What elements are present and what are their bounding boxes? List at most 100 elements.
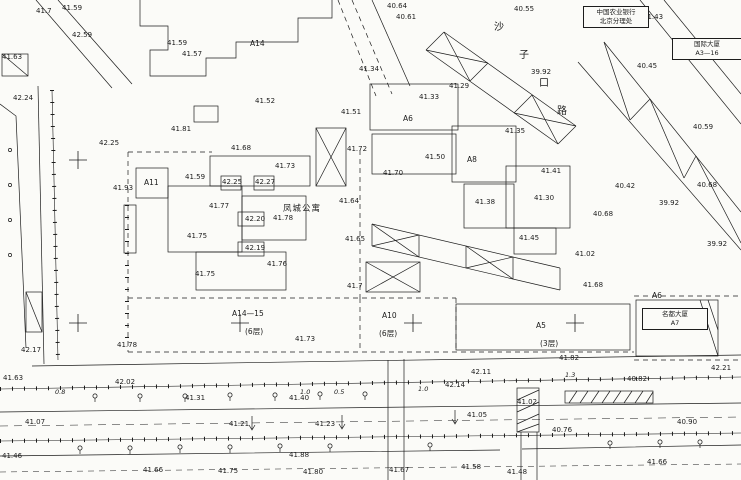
bank-label-box: 中国农业银行 北京分理处	[583, 6, 649, 28]
tower-name-line2: A7	[670, 318, 680, 327]
spot-elevation-label: 41.64	[339, 197, 360, 205]
road-width-label: 1.3	[565, 371, 576, 379]
spot-elevation-label: 41.73	[295, 335, 316, 343]
spot-elevation-label: 41.41	[541, 167, 562, 175]
spot-elevation-label: 40.76	[552, 426, 573, 434]
symbols-layer	[8, 148, 703, 455]
spot-elevation-label: 41.63	[2, 53, 23, 61]
spot-elevation-label: 41.35	[505, 127, 526, 135]
spot-elevation-label: 42.21	[711, 364, 732, 372]
spot-elevation-label: 42.20	[245, 215, 266, 223]
spot-elevation-label: 41.66	[647, 458, 668, 466]
spot-elevation-label: 40.59	[693, 123, 714, 131]
building-number-label: (3层)	[540, 339, 559, 348]
spot-elevation-label: 41.59	[62, 4, 83, 12]
spot-elevation-label: 41.46	[2, 452, 23, 460]
building-number-label: A14—15	[232, 309, 264, 318]
spot-elevation-label: 42.14	[445, 381, 466, 389]
spot-elevation-label: 41.48	[507, 468, 528, 476]
spot-elevation-label: 40.68	[697, 181, 718, 189]
spot-elevation-label: 40.82	[627, 375, 648, 383]
spot-elevation-label: 41.34	[359, 65, 380, 73]
spot-elevation-label: 41.31	[185, 394, 206, 402]
building-number-label: A8	[467, 155, 477, 164]
plaza-name-line1: 国际大厦	[694, 40, 720, 48]
building-number-label: A14	[250, 39, 265, 48]
bank-name-line1: 中国农业银行	[596, 8, 636, 16]
street-name-char: 口	[539, 78, 549, 89]
spot-elevation-label: 40.68	[593, 210, 614, 218]
spot-elevation-label: 41.68	[231, 144, 252, 152]
street-name-char: 子	[519, 50, 529, 61]
plaza-name-line2: A3—16	[695, 48, 719, 57]
spot-elevation-label: 41.68	[583, 281, 604, 289]
spot-elevation-label: 41.66	[143, 466, 164, 474]
building-number-label: A10	[382, 311, 397, 320]
plaza-label-box: 国际大厦 A3—16	[672, 38, 741, 60]
spot-elevation-label: 41.72	[347, 145, 368, 153]
spot-elevation-label: 41.05	[467, 411, 488, 419]
road-width-label: 0.5	[334, 388, 345, 396]
spot-elevation-label: 41.07	[25, 418, 46, 426]
spot-elevation-label: 42.59	[72, 31, 93, 39]
street-name-char: 沙	[494, 22, 504, 33]
spot-elevation-label: 41.51	[341, 108, 362, 116]
tower-label-box: 名都大厦 A7	[642, 308, 708, 330]
spot-elevation-label: 41.88	[289, 451, 310, 459]
spot-elevation-label: 41.59	[185, 173, 206, 181]
spot-elevation-label: 41.82	[559, 354, 580, 362]
spot-elevation-label: 41.78	[117, 341, 138, 349]
building-number-label: A11	[144, 178, 159, 187]
spot-elevation-label: 41.30	[534, 194, 555, 202]
road-width-label: 1.0	[418, 385, 429, 393]
building-number-label: A6	[652, 291, 662, 300]
spot-elevation-label: 40.42	[615, 182, 636, 190]
spot-elevation-label: 42.02	[115, 378, 136, 386]
spot-elevation-label: 41.63	[3, 374, 24, 382]
spot-elevation-label: 41.81	[171, 125, 192, 133]
spot-elevation-label: 41.40	[289, 394, 310, 402]
spot-elevation-label: 41.77	[209, 202, 230, 210]
spot-elevation-label: 40.55	[514, 5, 535, 13]
spot-elevation-label: 41.7	[36, 7, 52, 15]
spot-elevation-label: 41.73	[275, 162, 296, 170]
spot-elevation-label: 42.17	[21, 346, 42, 354]
spot-elevation-label: 41.52	[255, 97, 276, 105]
spot-elevation-label: 41.76	[267, 260, 288, 268]
spot-elevation-label: 41.80	[303, 468, 324, 476]
spot-elevation-label: 41.70	[383, 169, 404, 177]
spot-elevation-label: 41.93	[113, 184, 134, 192]
spot-elevation-label: 40.45	[637, 62, 658, 70]
spot-elevation-label: 41.21	[229, 420, 250, 428]
spot-elevation-label: 41.58	[461, 463, 482, 471]
spot-elevation-label: 41.02	[517, 398, 538, 406]
apartment-name-label: 凤城公寓	[283, 204, 322, 214]
building-number-label: A5	[536, 321, 546, 330]
spot-elevation-label: 39.92	[659, 199, 680, 207]
spot-elevation-label: 42.27	[255, 178, 276, 186]
spot-elevation-label: 41.75	[218, 467, 239, 475]
road-width-label: 0.8	[55, 388, 66, 396]
spot-elevation-label: 41.38	[475, 198, 496, 206]
street-name-char: 路	[557, 106, 567, 117]
spot-elevation-label: 41.59	[167, 39, 188, 47]
spot-elevation-label: 41.50	[425, 153, 446, 161]
spot-elevation-label: 41.75	[187, 232, 208, 240]
tower-name-line1: 名都大厦	[662, 310, 688, 318]
spot-elevation-label: 42.25	[99, 139, 120, 147]
spot-elevation-label: 41.45	[519, 234, 540, 242]
building-number-label: A6	[403, 114, 413, 123]
spot-elevation-label: 41.43	[643, 13, 664, 21]
spot-elevation-label: 41.65	[345, 235, 366, 243]
spot-elevation-label: 41.67	[389, 466, 410, 474]
road-width-label: 1.0	[300, 388, 311, 396]
spot-elevation-label: 41.57	[182, 50, 203, 58]
spot-elevation-label: 42.11	[471, 368, 492, 376]
spot-elevation-label: 42.25	[222, 178, 243, 186]
spot-elevation-label: 39.92	[531, 68, 552, 76]
spot-elevation-label: 41.29	[449, 82, 470, 90]
